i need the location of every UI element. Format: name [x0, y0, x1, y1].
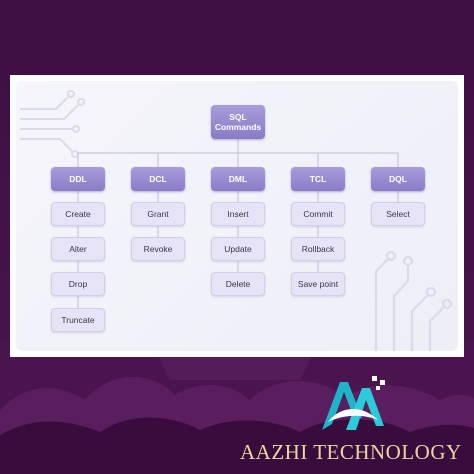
- command-create: Create: [51, 202, 105, 226]
- command-update: Update: [211, 237, 265, 261]
- category-ddl: DDL: [51, 167, 105, 191]
- category-dml: DML: [211, 167, 265, 191]
- command-drop: Drop: [51, 272, 105, 296]
- command-rollback: Rollback: [291, 237, 345, 261]
- command-commit: Commit: [291, 202, 345, 226]
- category-dcl: DCL: [131, 167, 185, 191]
- category-dql: DQL: [371, 167, 425, 191]
- circuit-decoration-right: [374, 250, 453, 351]
- diagram-panel: SQL Commands DDL DCL DML TCL DQL Create …: [16, 81, 458, 351]
- command-alter: Alter: [51, 237, 105, 261]
- aazhi-logo-icon: [322, 376, 385, 430]
- command-grant: Grant: [131, 202, 185, 226]
- command-revoke: Revoke: [131, 237, 185, 261]
- root-node-sql-commands: SQL Commands: [211, 105, 265, 139]
- command-truncate: Truncate: [51, 308, 105, 332]
- category-tcl: TCL: [291, 167, 345, 191]
- diagram-frame: SQL Commands DDL DCL DML TCL DQL Create …: [10, 75, 464, 357]
- command-select: Select: [371, 202, 425, 226]
- command-insert: Insert: [211, 202, 265, 226]
- circuit-decoration-left: [20, 90, 85, 158]
- brand-name: AAZHI TECHNOLOGY: [240, 440, 462, 464]
- command-delete: Delete: [211, 272, 265, 296]
- command-save-point: Save point: [291, 272, 345, 296]
